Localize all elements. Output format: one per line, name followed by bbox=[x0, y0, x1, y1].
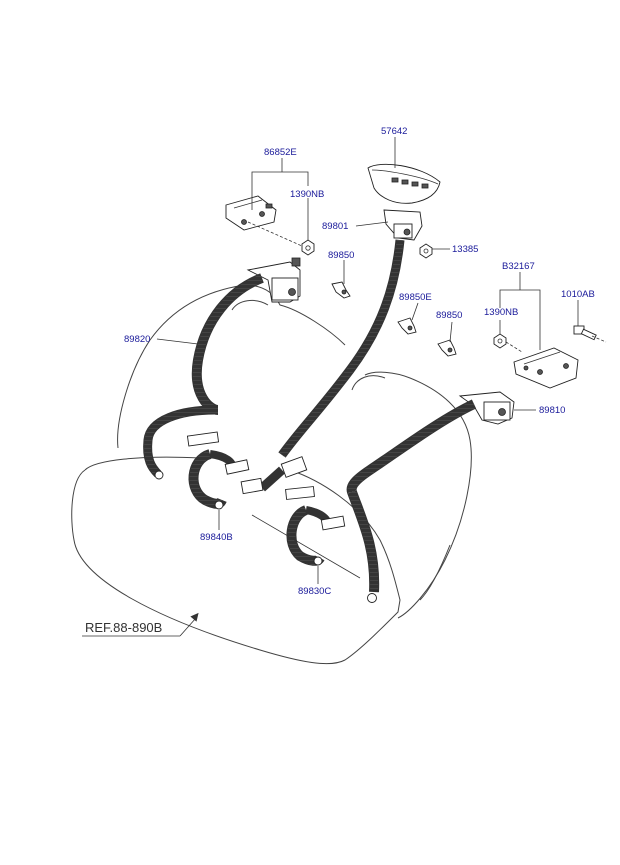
center-belt-webbing bbox=[240, 239, 405, 495]
anchor-plate-86852E bbox=[225, 195, 277, 231]
right-belt-webbing bbox=[346, 399, 477, 603]
label-89840B: 89840B bbox=[200, 532, 233, 543]
clip-89850-a bbox=[331, 281, 351, 299]
nut-13385 bbox=[419, 243, 433, 259]
label-89820: 89820 bbox=[124, 334, 150, 345]
label-89801: 89801 bbox=[322, 221, 348, 232]
leader-lines bbox=[82, 137, 607, 637]
label-13385: 13385 bbox=[452, 244, 478, 255]
label-89850-a: 89850 bbox=[328, 250, 354, 261]
label-86852E: 86852E bbox=[264, 147, 297, 158]
label-B32167: B32167 bbox=[502, 261, 535, 272]
nut-1390NB-top bbox=[301, 239, 315, 256]
label-1010AB: 1010AB bbox=[561, 289, 595, 300]
rear-seat-outline bbox=[71, 284, 472, 665]
part-labels: 57642 86852E 1390NB 89801 13385 89850 89… bbox=[85, 126, 595, 635]
rear-shelf-trim-57642 bbox=[367, 163, 441, 204]
clip-89850E bbox=[397, 317, 417, 335]
center-retractor-89801 bbox=[383, 209, 423, 241]
label-1390NB-right: 1390NB bbox=[484, 307, 518, 318]
left-belt-webbing bbox=[143, 273, 264, 480]
clip-89850-b bbox=[437, 339, 457, 357]
label-89830C: 89830C bbox=[298, 586, 331, 597]
label-89810: 89810 bbox=[539, 405, 565, 416]
buckle-89840B bbox=[186, 431, 250, 510]
anchor-plate-B32167 bbox=[513, 347, 579, 389]
reference-label: REF.88-890B bbox=[85, 620, 162, 635]
label-57642: 57642 bbox=[381, 126, 407, 137]
label-89850-b: 89850 bbox=[436, 310, 462, 321]
buckle-89830C bbox=[251, 486, 361, 579]
bolt-1010AB bbox=[573, 325, 597, 341]
label-1390NB-top: 1390NB bbox=[290, 189, 324, 200]
nut-1390NB-right bbox=[493, 333, 507, 349]
label-89850E: 89850E bbox=[399, 292, 432, 303]
left-retractor-89820 bbox=[246, 257, 301, 303]
